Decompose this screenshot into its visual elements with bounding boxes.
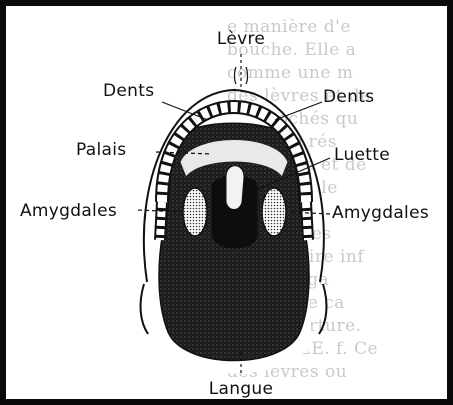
label-amygdales-right: Amygdales xyxy=(332,203,429,223)
tonsil-left xyxy=(183,188,207,236)
label-levre: Lèvre xyxy=(217,29,265,49)
lip-lower-left xyxy=(141,284,148,334)
mouth-diagram: Lèvre Dents Dents Palais Luette Amygdale… xyxy=(12,12,453,405)
levre-tick-left xyxy=(235,67,237,84)
lip-lower-right xyxy=(319,284,326,334)
label-dents-left: Dents xyxy=(103,81,154,101)
levre-tick-right xyxy=(246,67,248,84)
label-palais: Palais xyxy=(76,140,126,160)
label-langue: Langue xyxy=(209,379,274,399)
tonsil-right xyxy=(262,188,286,236)
label-luette: Luette xyxy=(334,145,390,165)
label-amygdales-left: Amygdales xyxy=(20,201,117,221)
uvula xyxy=(226,166,244,210)
label-dents-right: Dents xyxy=(323,87,374,107)
